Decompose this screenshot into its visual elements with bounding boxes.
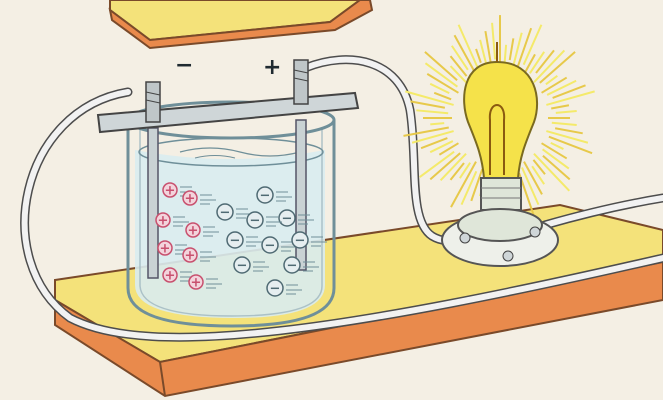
glow-ray (485, 31, 491, 64)
svg-text:−: − (282, 212, 293, 227)
svg-text:−: − (265, 239, 276, 254)
svg-text:+: + (160, 242, 171, 257)
glow-ray (510, 38, 514, 60)
svg-text:−: − (250, 214, 261, 229)
positive-pole-label: + (263, 55, 281, 80)
svg-text:+: + (158, 214, 169, 229)
svg-text:+: + (185, 249, 196, 264)
upper-board (110, 0, 372, 48)
svg-text:+: + (165, 184, 176, 199)
svg-text:+: + (191, 276, 202, 291)
glow-ray (416, 110, 448, 113)
svg-text:+: + (165, 269, 176, 284)
svg-text:+: + (188, 224, 199, 239)
glow-ray (551, 105, 569, 108)
negative-electrode (148, 128, 158, 278)
glow-ray (505, 45, 507, 64)
svg-text:−: − (270, 282, 281, 297)
svg-text:−: − (230, 234, 241, 249)
svg-text:−: − (237, 259, 248, 274)
glow-ray (556, 111, 577, 113)
negative-pole-label: − (175, 53, 193, 78)
glow-ray (534, 154, 569, 191)
svg-text:−: − (220, 206, 231, 221)
glow-ray (439, 143, 458, 155)
svg-text:−: − (287, 259, 298, 274)
glow-ray (555, 128, 583, 133)
glow-ray (551, 143, 564, 149)
svg-text:−: − (260, 189, 271, 204)
glow-ray (476, 49, 481, 63)
bulb-glass (464, 62, 537, 178)
bulb-base (481, 178, 521, 210)
glow-ray (552, 123, 577, 125)
glow-ray (430, 123, 444, 124)
glow-ray (410, 101, 444, 107)
svg-text:−: − (295, 234, 306, 249)
glow-ray (492, 23, 495, 60)
electrode-holder-bar (98, 60, 358, 132)
glow-ray (451, 163, 464, 180)
svg-text:+: + (185, 192, 196, 207)
glow-ray (530, 52, 544, 74)
